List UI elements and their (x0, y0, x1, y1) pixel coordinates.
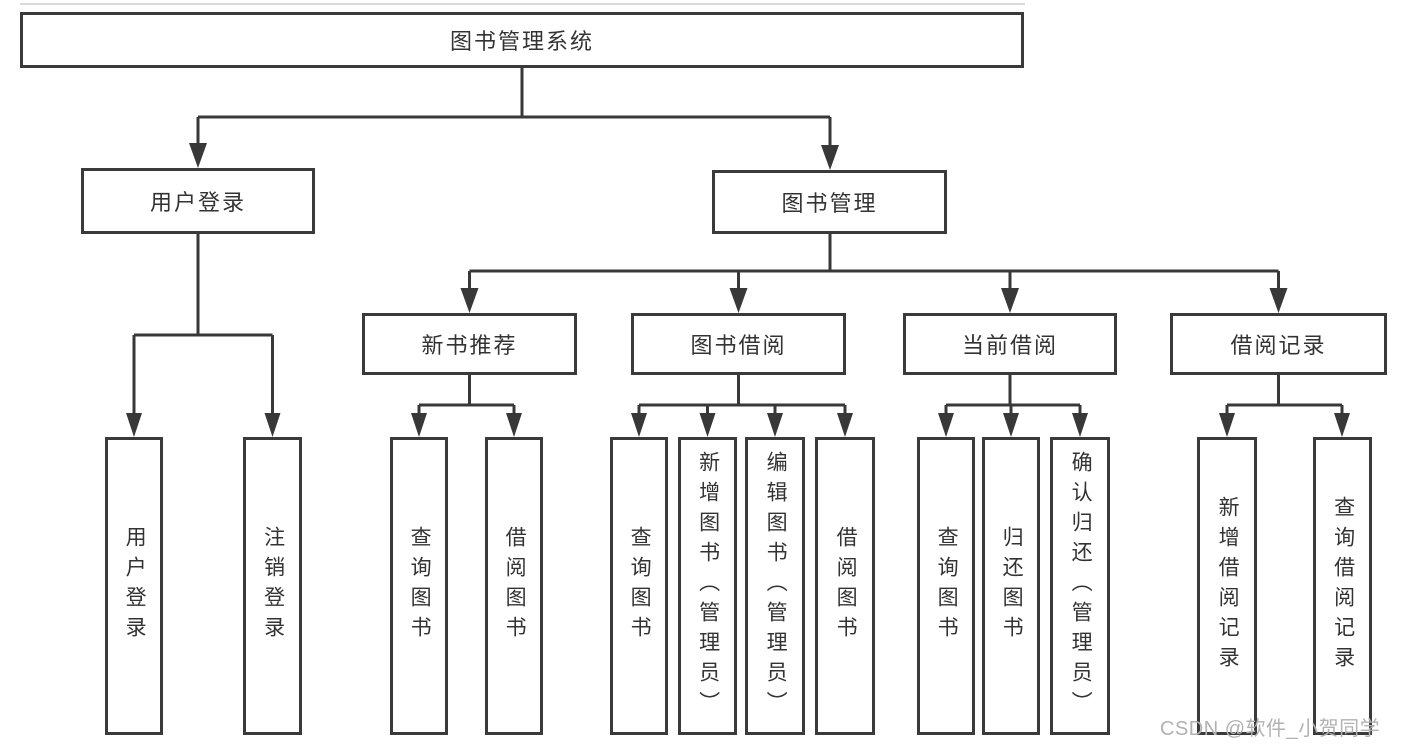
node-library-management-system: 图书管理系统 (20, 12, 1024, 68)
node-label: 图书管理 (781, 191, 878, 216)
node-label: 借阅记录 (1230, 333, 1327, 358)
leaf-query-books-recommend: 查询图书 (390, 437, 448, 735)
leaf-query-borrow-record: 查询借阅记录 (1313, 437, 1372, 735)
node-label: 图书管理系统 (449, 29, 594, 54)
leaf-query-books-current: 查询图书 (917, 437, 975, 735)
leaf-confirm-return-admin: 确认归还（管理员） (1050, 437, 1110, 735)
leaf-label: 查询图书 (628, 526, 652, 646)
node-borrow-records: 借阅记录 (1170, 313, 1387, 375)
leaf-label: 查询借阅记录 (1331, 496, 1355, 676)
node-current-borrowing: 当前借阅 (903, 313, 1117, 375)
csdn-watermark: CSDN @软件_小贺同学 (1160, 718, 1381, 740)
node-label: 图书借阅 (690, 333, 787, 358)
leaf-label: 用户登录 (123, 526, 147, 646)
leaf-add-books-admin: 新增图书（管理员） (678, 437, 737, 735)
leaf-add-borrow-record: 新增借阅记录 (1197, 437, 1257, 735)
leaf-label: 借阅图书 (834, 526, 858, 646)
node-book-management: 图书管理 (712, 170, 947, 234)
leaf-user-login: 用户登录 (105, 437, 163, 735)
top-edge-line (20, 3, 1025, 5)
leaf-label: 新增借阅记录 (1216, 496, 1240, 676)
leaf-borrow-books-recommend: 借阅图书 (485, 437, 543, 735)
leaf-query-books-borrowing: 查询图书 (610, 437, 668, 735)
node-book-borrowing: 图书借阅 (631, 313, 846, 375)
leaf-label: 查询图书 (935, 526, 959, 646)
node-user-login: 用户登录 (81, 168, 315, 234)
leaf-label: 确认归还（管理员） (1069, 451, 1093, 721)
node-label: 当前借阅 (961, 333, 1058, 358)
node-label: 新书推荐 (421, 333, 518, 358)
leaf-edit-books-admin: 编辑图书（管理员） (745, 437, 805, 735)
leaf-logout: 注销登录 (243, 437, 302, 735)
leaf-return-books: 归还图书 (982, 437, 1040, 735)
leaf-label: 归还图书 (1000, 526, 1024, 646)
leaf-label: 借阅图书 (503, 526, 527, 646)
arrowheads (126, 143, 1350, 437)
node-label: 用户登录 (149, 190, 246, 215)
leaf-borrow-books: 借阅图书 (815, 437, 875, 735)
leaf-label: 注销登录 (261, 526, 285, 646)
node-new-book-recommend: 新书推荐 (362, 313, 577, 375)
leaf-label: 查询图书 (408, 526, 432, 646)
leaf-label: 新增图书（管理员） (696, 451, 720, 721)
leaf-label: 编辑图书（管理员） (764, 451, 788, 721)
